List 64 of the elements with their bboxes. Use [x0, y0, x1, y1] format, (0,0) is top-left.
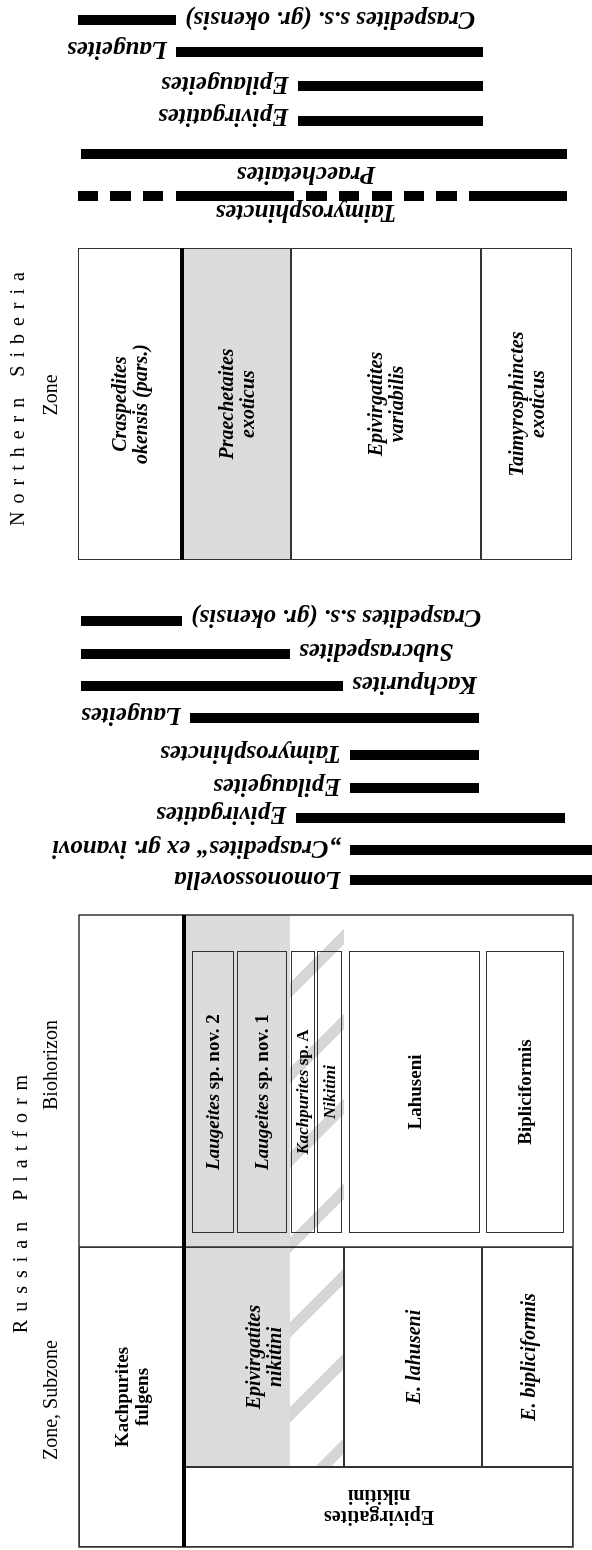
- taxon-label: Lomonossovella: [174, 867, 341, 893]
- column-heading: Zone, Subzone: [40, 1340, 60, 1460]
- taxon-name: Epivirgatites nikitini: [322, 1486, 435, 1528]
- taxon-label: Praechetaites: [236, 162, 376, 188]
- zone-cell: [291, 951, 315, 1233]
- zone-cell: [317, 951, 342, 1233]
- zone-cell: [78, 248, 182, 560]
- taxon-label: Craspedites s.s. (gr. okensis): [191, 605, 482, 631]
- range-bar: [350, 875, 592, 885]
- dashed-range-bar: [78, 191, 567, 201]
- range-bar: [298, 116, 483, 126]
- zone-cell: [184, 1247, 344, 1467]
- taxon-label: Kachpurites: [352, 672, 478, 698]
- taxon-label: Craspedites s.s. (gr. okensis): [185, 7, 476, 33]
- taxon-name: Epivirgatites nikitini: [243, 1303, 285, 1412]
- taxon-name: Kachpurites sp. A: [294, 1028, 312, 1157]
- range-bar: [81, 616, 182, 626]
- taxon-label: Taimyrosphinctes: [159, 741, 341, 767]
- taxon-name: Nikitini: [320, 1064, 339, 1121]
- range-bar: [298, 81, 483, 91]
- zone-cell: [481, 248, 572, 560]
- zone-cell: [79, 1247, 184, 1547]
- taxon-name: Laugeites sp. nov. 2: [203, 1013, 223, 1172]
- range-bar: [296, 813, 565, 823]
- column-heading: Northern Siberia: [7, 264, 27, 526]
- zone-cell: [349, 951, 480, 1233]
- zone-cell: [237, 951, 287, 1233]
- zone-cell: [291, 248, 481, 560]
- zone-cell: [192, 951, 234, 1233]
- taxon-label: Taimyrosphinctes: [215, 200, 397, 226]
- column-heading: Zone: [40, 374, 60, 416]
- taxon-label: Subcraspedites: [299, 639, 454, 665]
- taxon-name: Laugeites sp. nov. 1: [252, 1013, 272, 1172]
- taxon-label: Epilaugeites: [161, 72, 289, 98]
- zone-cell: [182, 248, 291, 560]
- taxon-name: Epivirgatites variabilis: [365, 350, 407, 459]
- range-bar: [81, 649, 290, 659]
- taxon-label: Laugeites: [81, 703, 181, 729]
- zone-cell: [482, 1247, 573, 1467]
- taxon-label: „Craspedites“ ex gr. ivanovi: [52, 836, 341, 862]
- taxon-name: Taimyrosphinctes exoticus: [505, 330, 548, 479]
- range-bar: [81, 681, 343, 691]
- range-bar: [350, 783, 479, 793]
- taxon-name: E. bipliciformis: [517, 1292, 538, 1423]
- taxon-name: Praechetaites exoticus: [215, 347, 258, 462]
- taxon-label: Epivirgatites: [158, 104, 289, 130]
- column-heading: Russian Platform: [10, 1066, 30, 1334]
- taxon-name: Lahuseni: [404, 1053, 425, 1132]
- range-bar: [78, 15, 176, 25]
- range-bar: [81, 149, 567, 159]
- column-heading: Biohorizon: [40, 1020, 60, 1110]
- taxon-name: Kachpurites fulgens: [111, 1345, 152, 1450]
- taxon-name: Bipliciformis: [515, 1038, 535, 1147]
- range-bar: [350, 845, 592, 855]
- zone-cell: [184, 1467, 573, 1547]
- zone-cell: [344, 1247, 482, 1467]
- range-bar: [350, 750, 479, 760]
- taxon-label: Laugeites: [67, 37, 167, 63]
- range-bar: [176, 47, 483, 57]
- range-bar: [190, 713, 479, 723]
- taxon-label: Epivirgatites: [156, 802, 287, 828]
- taxon-label: Epilaugeites: [213, 774, 341, 800]
- taxon-name: E. lahuseni: [402, 1308, 424, 1407]
- zone-cell: [486, 951, 564, 1233]
